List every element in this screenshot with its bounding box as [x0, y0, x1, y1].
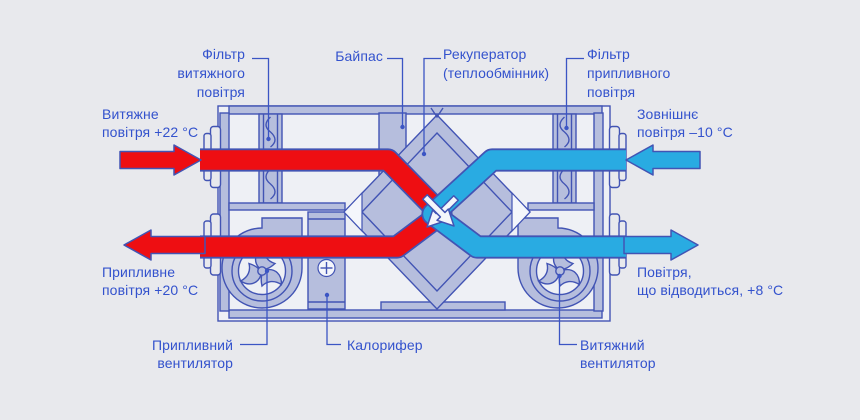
casing-bottom-panel	[228, 309, 603, 319]
label-removed-air-out: Повітря, що відводиться, +8 °C	[637, 264, 784, 298]
label-supply-fan: Припливний вентилятор	[151, 337, 233, 371]
divider-left	[228, 202, 346, 211]
label-recuperator: Рекуператор (теплообмінник)	[443, 46, 550, 81]
label-heater: Калорифер	[347, 337, 423, 353]
arrow-exhaust-in	[119, 144, 202, 176]
leader-lines	[240, 57, 584, 346]
label-bypass: Байпас	[335, 48, 383, 64]
casing-left-wall	[219, 112, 230, 312]
casing-top-panel	[228, 105, 603, 115]
heat-exchange-arrows-icon	[421, 193, 460, 228]
arrow-supply-out	[123, 229, 206, 261]
label-outside-air-in: Зовнішнє повітря –10 °C	[637, 106, 733, 140]
label-supply-filter: Фільтр припливного повітря	[587, 46, 671, 100]
arrow-removed-out	[623, 229, 699, 261]
arrow-outside-in	[625, 144, 701, 176]
label-exhaust-filter: Фільтр витяжного повітря	[177, 46, 245, 100]
flow-arrows	[119, 144, 701, 261]
label-supply-air-out: Припливне повітря +20 °C	[102, 264, 199, 298]
casing-right-wall	[593, 112, 604, 312]
divider-right	[527, 202, 595, 211]
label-exhaust-fan: Витяжний вентилятор	[580, 337, 656, 371]
label-exhaust-air-in: Витяжне повітря +22 °C	[102, 106, 199, 140]
heater-icon	[307, 211, 346, 310]
